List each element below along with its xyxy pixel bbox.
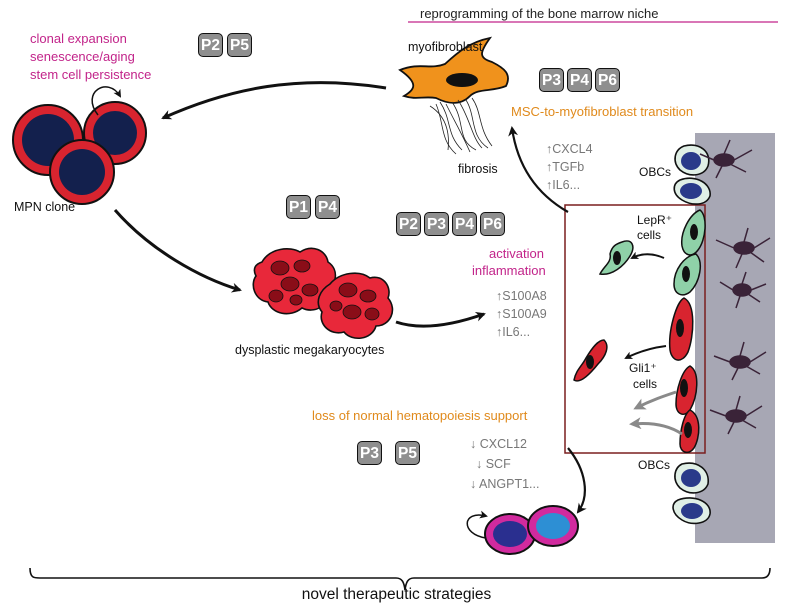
myofibroblast-marker: ↑TGFb xyxy=(546,160,585,174)
megakaryocyte-to-niche-arrow xyxy=(395,311,486,328)
osteocyte xyxy=(715,227,771,269)
gli1-label: Gli1⁺ xyxy=(629,361,657,375)
support-loss-label: loss of normal hematopoiesis support xyxy=(312,408,528,423)
bone-strip xyxy=(695,133,775,543)
obcs-top-label: OBCs xyxy=(639,165,672,179)
badge-p3: P3 xyxy=(424,212,449,236)
obcs-bottom-cells xyxy=(672,462,711,525)
activation-marker: ↑IL6... xyxy=(496,325,531,339)
clone-effect: clonal expansion xyxy=(30,31,127,46)
self-renewal-arrow xyxy=(466,510,488,539)
badge-p4: P4 xyxy=(315,195,340,219)
badge-p2: P2 xyxy=(198,33,223,57)
osteocyte-cells xyxy=(699,139,771,435)
mpn-clone-label: MPN clone xyxy=(14,200,76,214)
strategies-brace xyxy=(29,567,771,591)
support-marker: ↓ ANGPT1... xyxy=(470,477,540,491)
support-marker: ↓ SCF xyxy=(476,457,511,471)
niche-to-myofibroblast-arrow xyxy=(508,126,569,213)
fibrosis-label: fibrosis xyxy=(458,162,498,176)
obcs-bottom-label: OBCs xyxy=(638,458,671,472)
obcs-top-cells xyxy=(673,144,711,205)
gli1-migration-arrow xyxy=(624,345,667,359)
activation-label: activation xyxy=(489,246,544,261)
support-marker: ↓ CXCL12 xyxy=(470,437,527,451)
badge-p6: P6 xyxy=(480,212,505,236)
myofibroblast-marker: ↑IL6... xyxy=(546,178,581,192)
badge-p5: P5 xyxy=(395,441,420,465)
grey-arrow xyxy=(629,417,683,436)
badge-p6: P6 xyxy=(595,68,620,92)
myofibroblast-cell xyxy=(398,36,509,155)
clone-cell xyxy=(49,139,115,205)
osteocyte xyxy=(699,139,753,179)
badge-p5: P5 xyxy=(227,33,252,57)
osteocyte xyxy=(719,271,767,309)
grey-arrow xyxy=(633,390,677,410)
badge-p3: P3 xyxy=(357,441,382,465)
lepr-cells xyxy=(598,209,706,296)
self-renewal-arrow xyxy=(91,86,122,116)
clone-to-megakaryocyte-arrow xyxy=(113,209,242,293)
header-title: reprogramming of the bone marrow niche xyxy=(420,6,659,21)
niche-to-clone-arrow xyxy=(161,81,387,120)
hematopoietic-cells xyxy=(466,505,579,555)
clone-effect: senescence/aging xyxy=(30,49,135,64)
megakaryocyte-label: dysplastic megakaryocytes xyxy=(235,343,385,357)
activation-marker: ↑S100A8 xyxy=(496,289,547,303)
mpn-clone-cells xyxy=(12,86,147,205)
lepr-label: LepR⁺ xyxy=(637,213,673,227)
myofibroblast-label: myofibroblast xyxy=(408,40,483,54)
clone-effect: stem cell persistence xyxy=(30,67,152,82)
fibrosis-fibers xyxy=(429,97,493,155)
osteocyte xyxy=(709,395,763,435)
badge-p3: P3 xyxy=(539,68,564,92)
gli1-cells xyxy=(573,297,700,454)
niche-box xyxy=(564,204,706,454)
osteocyte xyxy=(713,341,767,381)
footer-label: novel therapeutic strategies xyxy=(301,586,492,603)
gli1-cells-label: cells xyxy=(633,377,658,391)
inflammation-label: inflammation xyxy=(472,263,546,278)
badge-p4: P4 xyxy=(452,212,477,236)
lepr-cells-label: cells xyxy=(637,228,662,242)
megakaryocyte-cells xyxy=(252,247,394,339)
badge-p2: P2 xyxy=(396,212,421,236)
activation-marker: ↑S100A9 xyxy=(496,307,547,321)
msc-transition-label: MSC-to-myofibroblast transition xyxy=(511,104,694,119)
badge-p4: P4 xyxy=(567,68,592,92)
myofibroblast-marker: ↑CXCL4 xyxy=(546,142,593,156)
lepr-migration-arrow xyxy=(630,251,665,259)
badge-p1: P1 xyxy=(286,195,311,219)
niche-to-stem-cell-arrow xyxy=(567,447,587,514)
